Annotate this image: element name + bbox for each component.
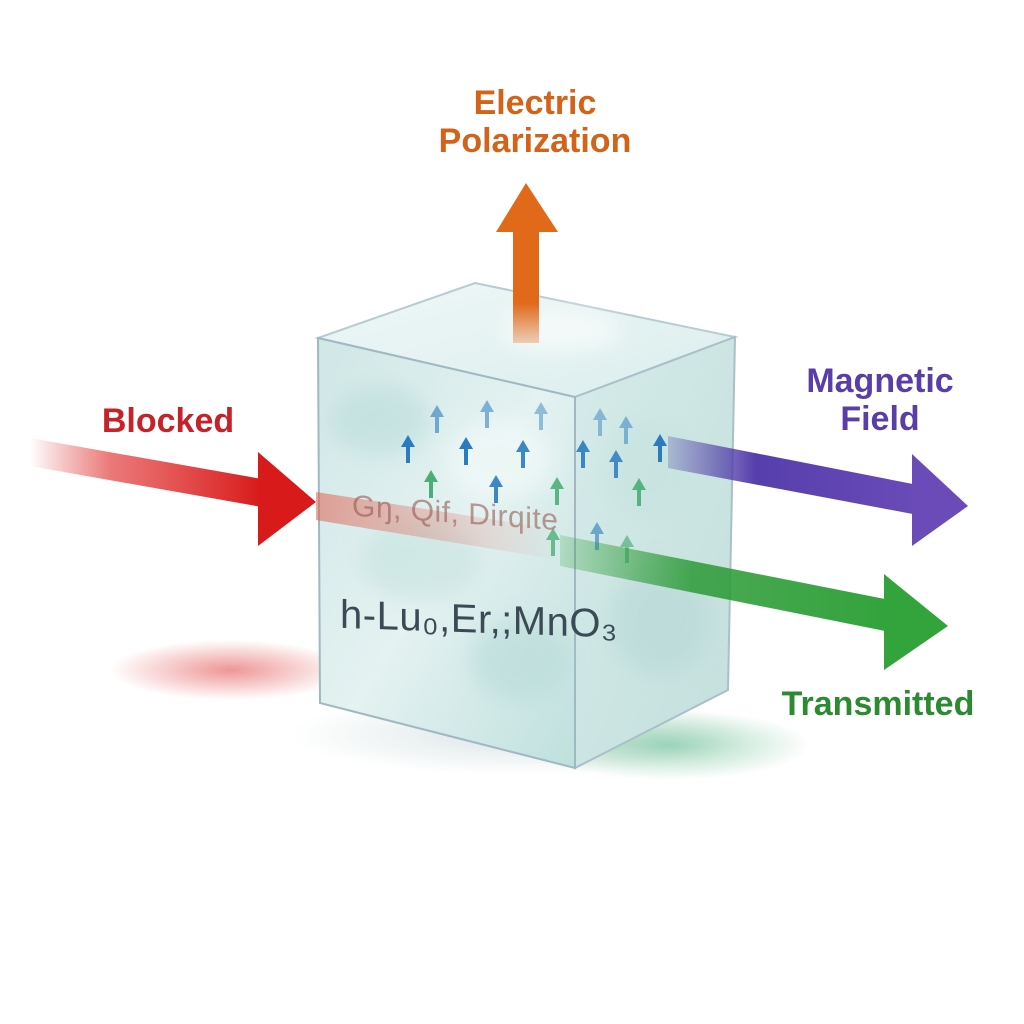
transmitted-label: Transmitted	[781, 685, 975, 723]
blocked-label: Blocked	[101, 402, 235, 440]
transmitted-beam-shaft	[560, 535, 890, 632]
transmitted-arrow-icon	[884, 574, 948, 670]
dipole-arrow-icon	[430, 405, 444, 433]
dipole-arrow-icon	[534, 402, 548, 430]
electric-polarization-line-1: Electric	[473, 84, 597, 122]
magnetic-field-line-1: Magnetic	[806, 362, 954, 400]
dipole-arrow-icon	[546, 528, 560, 556]
dipole-arrow-icon	[632, 478, 646, 506]
transmitted-beam	[560, 535, 948, 670]
dipole-arrow-icon	[576, 440, 590, 468]
dipole-arrow-icon	[619, 416, 633, 444]
dipole-arrow-icon	[550, 477, 564, 505]
magnetic-field-label: Magnetic Field	[780, 362, 980, 438]
dipole-arrows	[401, 400, 667, 563]
magnetic-field-line-2: Field	[840, 400, 920, 439]
magnetic-beam-shaft	[668, 436, 918, 515]
dipole-arrow-icon	[401, 435, 415, 463]
dipole-arrow-icon	[609, 450, 623, 478]
blocked-beam	[30, 438, 316, 546]
blocked-beam-inside	[316, 492, 560, 560]
dipole-arrow-icon	[489, 475, 503, 503]
dipole-arrow-icon	[459, 437, 473, 465]
dipole-arrow-icon	[516, 440, 530, 468]
polarization-arrow	[496, 183, 558, 343]
electric-polarization-line-2: Polarization	[438, 122, 632, 161]
magnetic-field-beam	[668, 436, 968, 546]
arrow-up-icon	[496, 183, 558, 232]
blocked-arrow-icon	[258, 452, 316, 546]
magnetic-arrow-icon	[912, 454, 968, 546]
dipole-arrow-icon	[424, 470, 438, 498]
dipole-arrow-icon	[653, 434, 667, 462]
polarization-arrow-shaft	[513, 228, 539, 343]
dipole-arrow-icon	[593, 408, 607, 436]
blocked-beam-tail	[30, 438, 262, 507]
dipole-arrow-icon	[590, 522, 604, 550]
red-floor-glow	[110, 640, 350, 700]
dipole-arrow-icon	[480, 400, 494, 428]
electric-polarization-label: Electric Polarization	[380, 84, 690, 160]
